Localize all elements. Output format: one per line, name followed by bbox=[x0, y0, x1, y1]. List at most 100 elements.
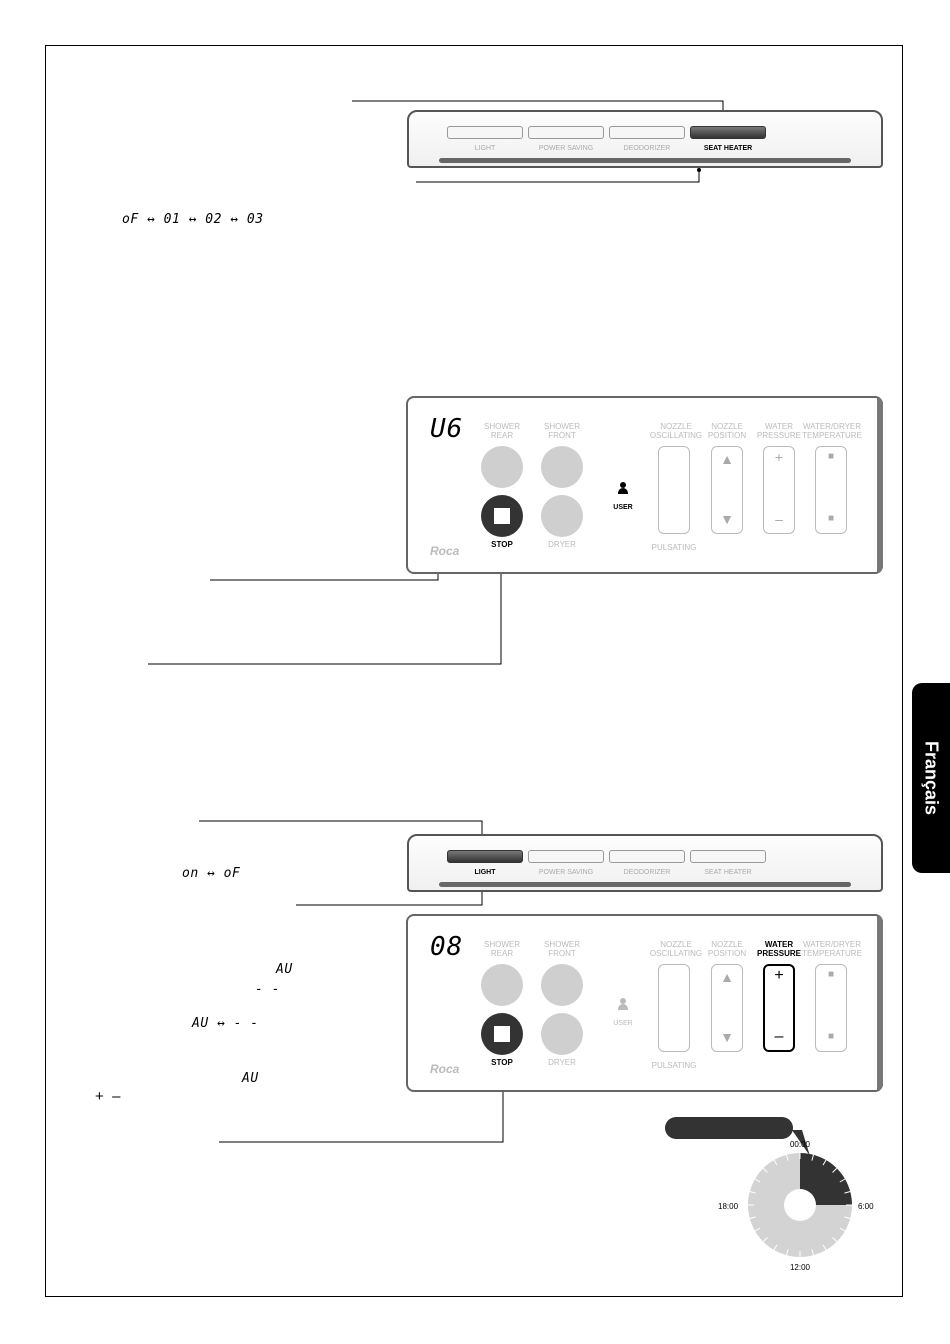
arrow-up-icon: ▲ bbox=[720, 969, 734, 985]
stop-icon bbox=[494, 508, 510, 524]
water-pressure-label: WATER PRESSURE bbox=[756, 940, 801, 958]
power-saving-display: 08 bbox=[430, 932, 464, 962]
square-icon: ■ bbox=[827, 1031, 835, 1042]
nozzle-position-label: NOZZLE POSITION bbox=[707, 422, 747, 440]
temperature-control[interactable]: ■ ■ bbox=[815, 964, 847, 1052]
clock-tick bbox=[822, 1244, 827, 1251]
shower-front-button[interactable] bbox=[541, 964, 583, 1006]
power-saving-button[interactable] bbox=[528, 850, 604, 863]
clock-highlight-segment bbox=[800, 1153, 852, 1205]
power-saving-button[interactable] bbox=[528, 126, 604, 139]
nozzle-oscillating-control[interactable] bbox=[658, 446, 690, 534]
panel-edge bbox=[439, 882, 851, 887]
clock-diagram: 00:00 6:00 18:00 12:00 bbox=[718, 1130, 874, 1272]
user-label: USER bbox=[613, 1020, 633, 1027]
minus-icon: – bbox=[774, 1028, 784, 1045]
arrow-up-icon: ▲ bbox=[720, 451, 734, 467]
dryer-button[interactable] bbox=[541, 495, 583, 537]
stop-button[interactable] bbox=[481, 495, 523, 537]
user-label: USER bbox=[613, 504, 633, 511]
light-sequence: on ↔ oF bbox=[182, 866, 241, 881]
dryer-label: DRYER bbox=[548, 1058, 576, 1067]
dryer-label: DRYER bbox=[548, 540, 576, 549]
nozzle-position-label: NOZZLE POSITION bbox=[707, 940, 747, 958]
clock-label-right: 6:00 bbox=[858, 1202, 874, 1211]
water-pressure-control[interactable]: + – bbox=[763, 446, 795, 534]
clock-tick bbox=[786, 1249, 789, 1256]
clock-tick bbox=[839, 1227, 846, 1232]
language-tab[interactable]: Français bbox=[912, 683, 950, 873]
roca-logo: Roca bbox=[430, 544, 460, 558]
roca-logo: Roca bbox=[430, 1062, 460, 1076]
arrow-down-icon: ▼ bbox=[720, 511, 734, 527]
seat-heater-button[interactable] bbox=[690, 126, 766, 139]
clock-tick bbox=[839, 1178, 846, 1183]
panel-edge bbox=[439, 158, 851, 163]
clock-tick bbox=[754, 1178, 761, 1183]
square-icon: ■ bbox=[827, 969, 835, 980]
au-indicator: AU bbox=[276, 962, 293, 977]
clock-label-bottom: 12:00 bbox=[790, 1263, 811, 1272]
shower-rear-button[interactable] bbox=[481, 964, 523, 1006]
clock-center bbox=[784, 1189, 816, 1221]
nozzle-position-control[interactable]: ▲ ▼ bbox=[711, 964, 743, 1052]
shower-front-label: SHOWER FRONT bbox=[544, 422, 580, 440]
temperature-control[interactable]: ■ ■ bbox=[815, 446, 847, 534]
square-icon: ■ bbox=[827, 513, 835, 524]
deodorizer-button[interactable] bbox=[609, 850, 685, 863]
clock-tick bbox=[811, 1154, 814, 1161]
light-label: LIGHT bbox=[474, 145, 496, 152]
au-indicator-again: AU bbox=[242, 1071, 259, 1086]
seat-heater-label: SEAT HEATER bbox=[704, 869, 752, 876]
user-icon bbox=[618, 998, 628, 1010]
plus-icon: + bbox=[774, 449, 784, 465]
clock-tick bbox=[749, 1216, 756, 1219]
arrow-down-icon: ▼ bbox=[720, 1029, 734, 1045]
clock-tick bbox=[762, 1167, 768, 1173]
clock-label-top: 00:00 bbox=[790, 1140, 811, 1149]
seat-heater-sequence: oF ↔ 01 ↔ 02 ↔ 03 bbox=[122, 212, 264, 227]
stop-button[interactable] bbox=[481, 1013, 523, 1055]
nozzle-oscillating-control[interactable] bbox=[658, 964, 690, 1052]
nozzle-position-control[interactable]: ▲ ▼ bbox=[711, 446, 743, 534]
light-label: LIGHT bbox=[474, 869, 496, 876]
shower-front-button[interactable] bbox=[541, 446, 583, 488]
water-dryer-temperature-label: WATER/DRYER TEMPERATURE bbox=[802, 422, 862, 440]
deodorizer-button[interactable] bbox=[609, 126, 685, 139]
power-saving-remote-panel: 08 SHOWER REAR SHOWER FRONT STOP DRYER U… bbox=[406, 914, 883, 1092]
clock-tick bbox=[822, 1159, 827, 1166]
user-display: U6 bbox=[430, 414, 464, 444]
seat-heater-label: SEAT HEATER bbox=[703, 145, 753, 152]
shower-rear-label: SHOWER REAR bbox=[484, 422, 520, 440]
pulsating-label: PULSATING bbox=[651, 1061, 697, 1070]
page-frame bbox=[45, 45, 903, 1297]
nozzle-oscillating-label: NOZZLE OSCILLATING bbox=[649, 422, 703, 440]
seat-heater-button[interactable] bbox=[690, 850, 766, 863]
plus-minus-text: + – bbox=[95, 1088, 121, 1105]
user-icon bbox=[618, 482, 628, 494]
callout-pointer bbox=[792, 1130, 810, 1156]
clock-tick bbox=[832, 1237, 838, 1243]
water-dryer-temperature-label: WATER/DRYER TEMPERATURE bbox=[802, 940, 862, 958]
light-button[interactable] bbox=[447, 126, 523, 139]
square-icon: ■ bbox=[827, 451, 835, 462]
water-pressure-control[interactable]: + – bbox=[763, 964, 795, 1052]
au-toggle-sequence: AU ↔ - - bbox=[192, 1016, 259, 1031]
clock-tick bbox=[786, 1154, 789, 1161]
light-button[interactable] bbox=[447, 850, 523, 863]
minus-icon: – bbox=[775, 511, 783, 527]
clock-tick bbox=[832, 1167, 838, 1173]
shower-front-label: SHOWER FRONT bbox=[544, 940, 580, 958]
nozzle-oscillating-label: NOZZLE OSCILLATING bbox=[649, 940, 703, 958]
dash-indicator: - - bbox=[255, 982, 280, 997]
stop-label: STOP bbox=[491, 1058, 513, 1067]
deodorizer-label: DEODORIZER bbox=[623, 145, 671, 152]
stop-icon bbox=[494, 1026, 510, 1042]
clock-tick bbox=[773, 1244, 778, 1251]
clock-tick bbox=[811, 1249, 814, 1256]
plus-icon: + bbox=[774, 967, 784, 984]
shower-rear-button[interactable] bbox=[481, 446, 523, 488]
clock-tick bbox=[844, 1191, 851, 1194]
deodorizer-label: DEODORIZER bbox=[623, 869, 671, 876]
dryer-button[interactable] bbox=[541, 1013, 583, 1055]
